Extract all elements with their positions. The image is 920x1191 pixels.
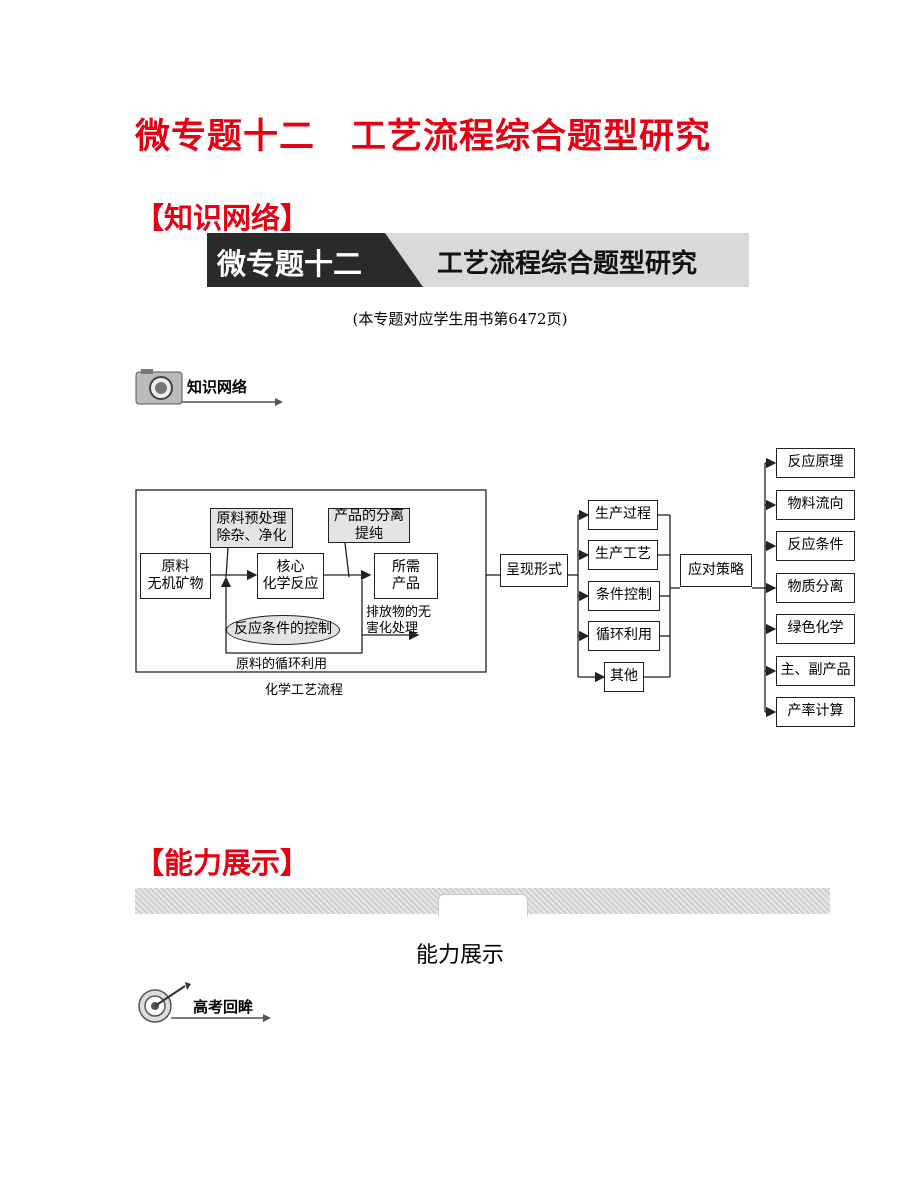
callout-pretreatment: 原料预处理 除杂、净化 <box>210 508 293 548</box>
section-heading-knowledge: 【知识网络】 <box>135 201 310 235</box>
diagram-connectors <box>135 457 777 718</box>
box-strategy-item-4: 物质分离 <box>776 573 855 603</box>
box-strategy-item-6: 主、副产品 <box>776 656 855 686</box>
banner-topic-title: 工艺流程综合题型研究 <box>437 249 698 279</box>
box-strategy: 应对策略 <box>680 554 752 587</box>
diagram-caption: 化学工艺流程 <box>265 683 344 698</box>
ability-divider-tab <box>438 894 528 917</box>
box-forms: 呈现形式 <box>500 554 568 587</box>
box-strategy-item-3: 反应条件 <box>776 531 855 561</box>
exam-review-badge: 高考回眸 <box>135 980 275 1026</box>
label-discharge-treatment: 排放物的无 害化处理 <box>366 605 432 636</box>
box-strategy-item-7: 产率计算 <box>776 697 855 727</box>
page-title: 微专题十二 工艺流程综合题型研究 <box>135 116 712 157</box>
knowledge-network-label: 知识网络 <box>187 378 248 396</box>
banner-dark-block <box>207 233 423 287</box>
box-form-item-4: 循环利用 <box>588 621 660 651</box>
camera-icon <box>135 369 283 406</box>
box-form-item-2: 生产工艺 <box>588 540 658 570</box>
box-strategy-item-5: 绿色化学 <box>776 614 855 644</box>
callout-separation: 产品的分离 提纯 <box>328 508 410 543</box>
box-core-reaction: 核心 化学反应 <box>257 553 324 599</box>
box-form-item-5: 其他 <box>604 662 644 692</box>
banner-topic-number: 微专题十二 <box>217 247 363 281</box>
box-strategy-item-1: 反应原理 <box>776 448 855 478</box>
knowledge-network-badge: 知识网络 <box>135 368 285 408</box>
box-form-item-3: 条件控制 <box>588 581 660 611</box>
box-strategy-item-2: 物料流向 <box>776 490 855 520</box>
exam-review-label: 高考回眸 <box>193 998 254 1016</box>
label-recycle: 原料的循环利用 <box>236 657 328 672</box>
box-form-item-1: 生产过程 <box>588 500 658 530</box>
target-icon <box>138 982 271 1023</box>
box-raw-material: 原料 无机矿物 <box>140 553 211 599</box>
knowledge-diagram: 原料 无机矿物 原料预处理 除杂、净化 核心 化学反应 产品的分离 提纯 所需 … <box>0 445 920 735</box>
section-heading-ability: 【能力展示】 <box>135 846 310 880</box>
oval-condition-control: 反应条件的控制 <box>226 615 340 645</box>
page-note: (本专题对应学生用书第6472页) <box>352 310 568 328</box>
ability-title: 能力展示 <box>415 943 504 968</box>
box-product: 所需 产品 <box>374 553 438 599</box>
topic-banner: 微专题十二 工艺流程综合题型研究 <box>207 233 749 287</box>
